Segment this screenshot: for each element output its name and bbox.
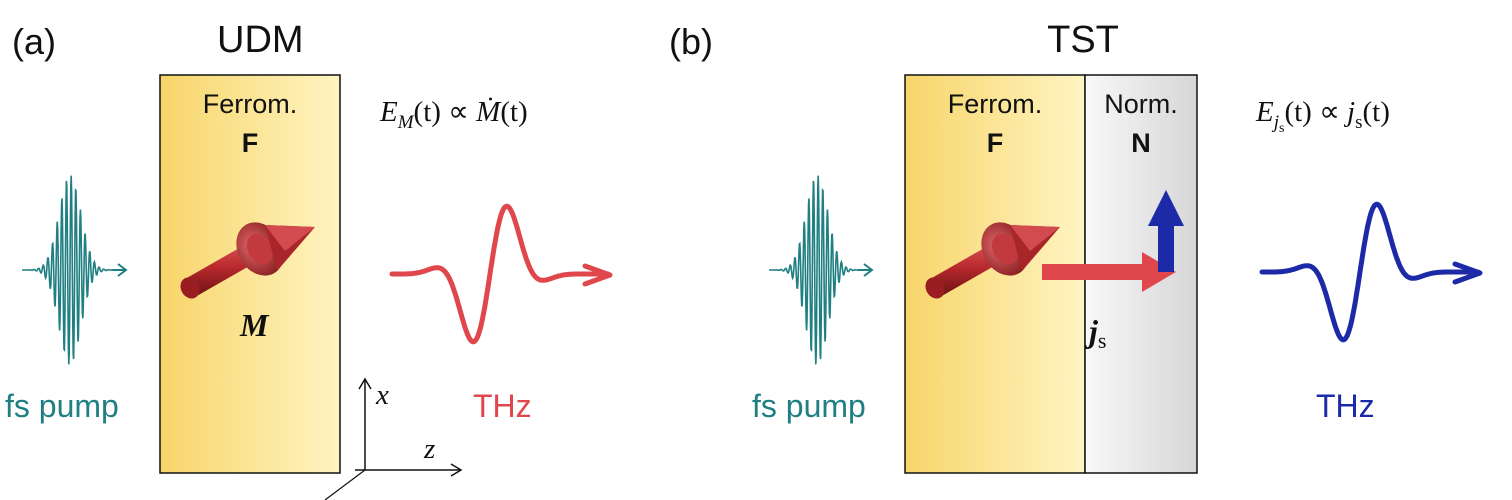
formula-tst: Ejs(t) ∝ js(t) [1255, 96, 1390, 136]
ferromagnet-name-a: Ferrom. [203, 89, 298, 119]
pump-arrow-b [858, 263, 874, 277]
magnetization-label: M [239, 307, 270, 343]
thz-label-udm: THz [473, 388, 532, 424]
normal-metal-name: Norm. [1104, 89, 1178, 119]
ferromagnet-symbol-b: F [987, 128, 1004, 158]
panel-b: (b) TST fs pump Ferrom. F Norm. N js Ejs… [669, 19, 1483, 474]
ferromagnet-name-b: Ferrom. [948, 89, 1043, 119]
pump-pulse-b [769, 175, 865, 365]
coordinate-axes: x z [324, 377, 463, 500]
panel-b-label: (b) [669, 21, 713, 62]
thz-arrow-udm [582, 263, 613, 287]
formula-udm: EM(t) ∝ Ṁ(t) [379, 96, 528, 133]
pump-arrow-a [112, 263, 128, 277]
panel-b-title: TST [1047, 19, 1119, 61]
axis-x-label: x [375, 379, 389, 411]
pump-label-b: fs pump [752, 388, 866, 424]
panel-a-label: (a) [12, 21, 56, 62]
charge-current-arrow [1148, 190, 1184, 272]
thz-waveform-tst [1259, 201, 1481, 343]
thz-waveform-udm [389, 203, 611, 345]
ferromagnet-symbol-a: F [242, 128, 259, 158]
ferromagnet-layer-a [159, 74, 341, 474]
axis-z-label: z [423, 433, 435, 465]
panel-a: (a) UDM fs pump Ferrom. F M EM(t) ∝ Ṁ(t)… [5, 19, 613, 500]
panel-a-title: UDM [217, 19, 304, 61]
thz-label-tst: THz [1316, 388, 1375, 424]
normal-metal-symbol: N [1131, 128, 1151, 158]
pump-pulse-a [22, 175, 118, 365]
thz-arrow-tst [1452, 261, 1483, 285]
pump-label-a: fs pump [5, 388, 119, 424]
